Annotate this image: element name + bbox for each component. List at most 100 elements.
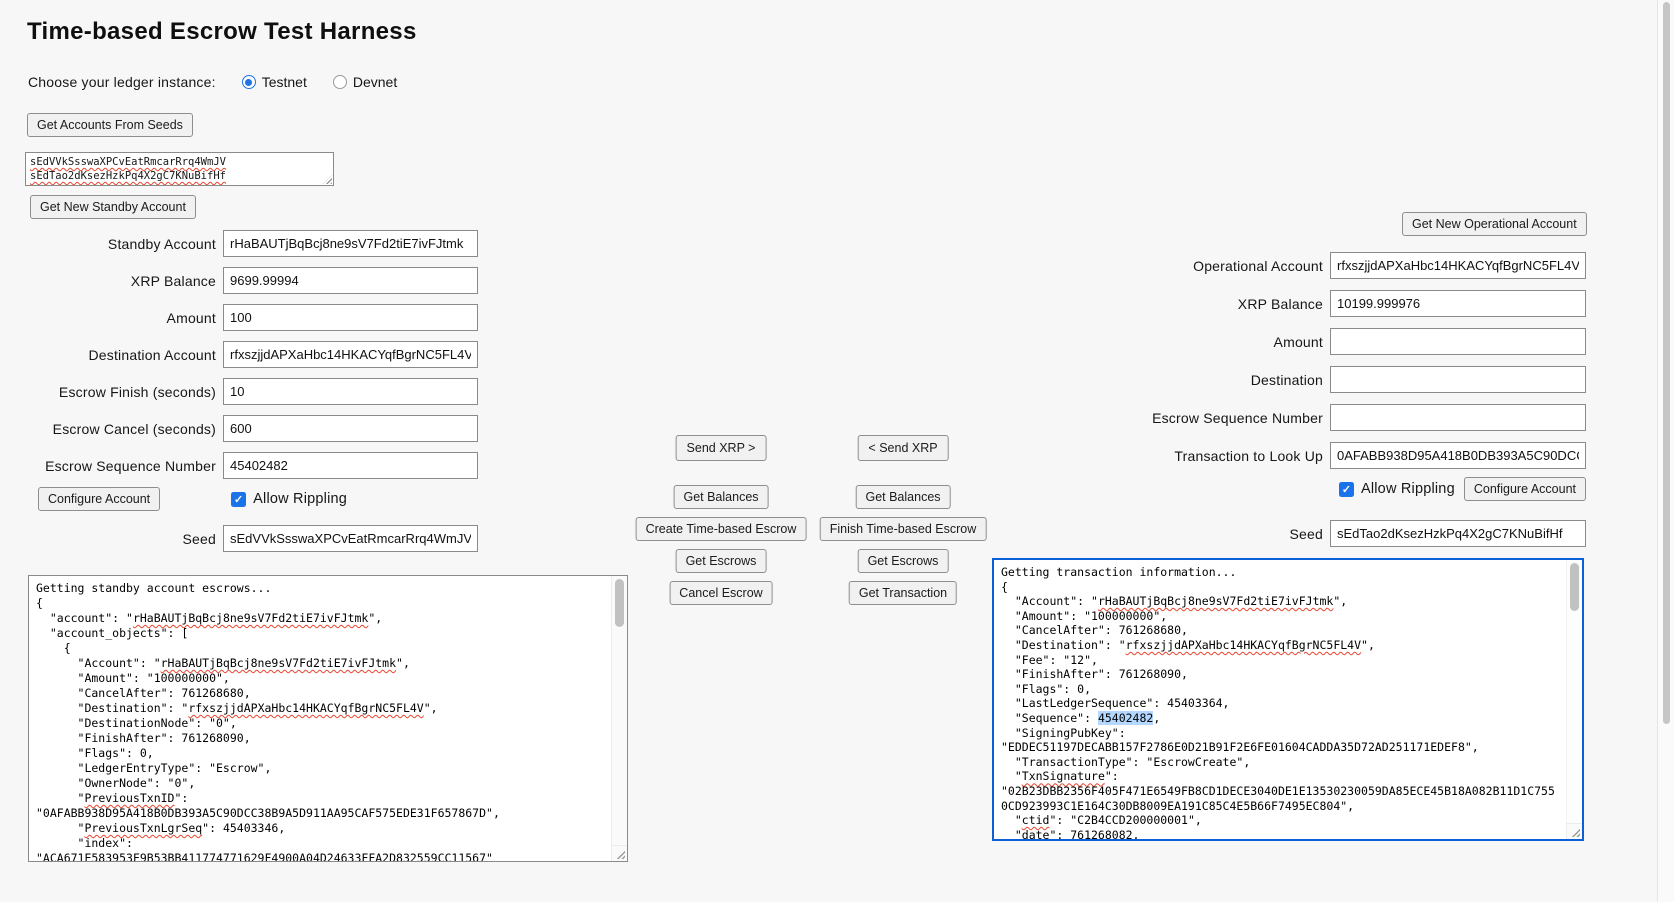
text-line: 0CD923993C1E164C30DB8009EA191C85C4E5B66F… <box>1001 798 1355 813</box>
standby-configure-account-button[interactable]: Configure Account <box>38 487 161 511</box>
radio-option-devnet[interactable]: Devnet <box>332 74 397 90</box>
operational-finish-time-based-escrow-button[interactable]: Finish Time-based Escrow <box>819 517 987 541</box>
ledger-instance-chooser: Choose your ledger instance: Testnet Dev… <box>28 74 397 90</box>
get-new-standby-account-button[interactable]: Get New Standby Account <box>30 195 196 219</box>
resize-grip-icon[interactable] <box>611 845 627 861</box>
operational-xrp-balance-input[interactable] <box>1330 290 1586 317</box>
text-line: "Flags": 0, <box>36 746 154 760</box>
standby-create-time-based-escrow-button[interactable]: Create Time-based Escrow <box>635 517 807 541</box>
text-line: "Account": "rHaBAUTjBqBcj8ne9sV7Fd2tiE7i… <box>36 656 410 670</box>
operational-escrow-sequence-number-input[interactable] <box>1330 404 1586 431</box>
text-line: "OwnerNode": "0", <box>36 776 196 790</box>
text-line: "account": "rHaBAUTjBqBcj8ne9sV7Fd2tiE7i… <box>36 611 383 625</box>
operational-allow-rippling-label: Allow Rippling <box>1360 481 1455 497</box>
text-line: "02B23DBB2356F405F471E6549FB8CD1DECE3040… <box>1001 783 1555 798</box>
standby-xrp-balance-input[interactable] <box>223 267 478 294</box>
standby-destination-account-row: Destination Account <box>0 341 478 368</box>
get-new-operational-account-button[interactable]: Get New Operational Account <box>1402 212 1587 236</box>
operational-escrow-sequence-number-label: Escrow Sequence Number <box>1152 409 1323 426</box>
standby-cancel-escrow-button[interactable]: Cancel Escrow <box>669 581 773 605</box>
standby-standby-account-input[interactable] <box>223 230 478 257</box>
standby-get-balances-button[interactable]: Get Balances <box>673 485 769 509</box>
text-line: { <box>36 596 43 610</box>
text-line: { <box>36 641 71 655</box>
resize-grip-icon[interactable] <box>1566 823 1582 839</box>
standby-amount-input[interactable] <box>223 304 478 331</box>
operational-operational-account-input[interactable] <box>1330 252 1586 279</box>
text-line: Getting standby account escrows... <box>36 581 272 595</box>
standby-xrp-balance-row: XRP Balance <box>0 267 478 294</box>
operational-operational-account-row: Operational Account <box>1080 252 1586 279</box>
operational-operational-account-label: Operational Account <box>1193 257 1323 274</box>
operational-xrp-balance-label: XRP Balance <box>1237 295 1323 312</box>
ledger-instance-label: Choose your ledger instance: <box>28 74 216 90</box>
text-line: "LastLedgerSequence": 45403364, <box>1001 696 1230 711</box>
testnet-radio[interactable] <box>241 75 256 89</box>
text-line: "Destination": "rfxszjjdAPXaHbc14HKACYqf… <box>36 701 438 715</box>
standby-escrow-finish-seconds-row: Escrow Finish (seconds) <box>0 378 478 405</box>
operational-results-textarea[interactable]: Getting transaction information...{ "Acc… <box>992 558 1584 841</box>
standby-destination-account-label: Destination Account <box>88 346 216 363</box>
text-line: "CancelAfter": 761268680, <box>1001 623 1188 638</box>
standby-amount-row: Amount <box>0 304 478 331</box>
standby-xrp-balance-label: XRP Balance <box>130 272 216 289</box>
scrollbar-thumb[interactable] <box>1570 563 1579 611</box>
operational-configure-account-button[interactable]: Configure Account <box>1463 477 1586 501</box>
standby-escrow-cancel-seconds-input[interactable] <box>223 415 478 442</box>
standby-seed-input[interactable] <box>223 525 478 552</box>
operational-amount-input[interactable] <box>1330 328 1586 355</box>
standby-results-text: Getting standby account escrows...{ "acc… <box>29 576 612 861</box>
operational-escrow-sequence-number-row: Escrow Sequence Number <box>1080 404 1586 431</box>
resize-grip-icon[interactable] <box>323 175 332 184</box>
operational-get-balances-button[interactable]: Get Balances <box>855 485 951 509</box>
radio-option-testnet[interactable]: Testnet <box>241 74 307 90</box>
text-line: "0AFABB938D95A418B0DB393A5C90DCC38B9A5D9… <box>36 806 500 820</box>
scrollbar-track[interactable] <box>611 576 627 846</box>
standby-escrow-finish-seconds-label: Escrow Finish (seconds) <box>58 383 216 400</box>
standby-standby-account-label: Standby Account <box>107 235 216 252</box>
text-line: "TxnSignature": <box>1001 769 1119 784</box>
operational-seed-input[interactable] <box>1330 520 1586 547</box>
operational-results-text: Getting transaction information...{ "Acc… <box>994 560 1567 839</box>
page-title: Time-based Escrow Test Harness <box>27 18 417 45</box>
standby-destination-account-input[interactable] <box>223 341 478 368</box>
scrollbar-thumb[interactable] <box>615 579 624 627</box>
text-line: "PreviousTxnLgrSeq": 45403346, <box>36 821 286 835</box>
text-line: "account_objects": [ <box>36 626 189 640</box>
standby-amount-label: Amount <box>166 309 216 326</box>
standby-seed-row: Seed <box>0 525 478 552</box>
text-line: "DestinationNode": "0", <box>36 716 237 730</box>
page-scrollbar[interactable] <box>1657 0 1674 902</box>
devnet-radio[interactable] <box>332 75 347 89</box>
standby-escrow-sequence-number-row: Escrow Sequence Number <box>0 452 478 479</box>
operational-amount-row: Amount <box>1080 328 1586 355</box>
operational-seed-label: Seed <box>1289 525 1323 542</box>
operational-seed-row: Seed <box>1080 520 1586 547</box>
operational-allow-rippling-checkbox[interactable] <box>1338 481 1354 497</box>
scrollbar-track[interactable] <box>1566 560 1582 824</box>
standby-escrow-sequence-number-input[interactable] <box>223 452 478 479</box>
text-line: "Account": "rHaBAUTjBqBcj8ne9sV7Fd2tiE7i… <box>1001 594 1348 609</box>
operational-send-xrp-button[interactable]: < Send XRP <box>857 435 949 461</box>
standby-escrow-finish-seconds-input[interactable] <box>223 378 478 405</box>
standby-allow-rippling-checkbox[interactable] <box>231 491 247 507</box>
operational-destination-input[interactable] <box>1330 366 1586 393</box>
operational-get-transaction-button[interactable]: Get Transaction <box>848 581 958 605</box>
operational-transaction-to-look-up-row: Transaction to Look Up <box>1080 442 1586 469</box>
standby-get-escrows-button[interactable]: Get Escrows <box>675 549 767 573</box>
testnet-radio-label: Testnet <box>261 74 307 90</box>
standby-send-xrp-button[interactable]: Send XRP > <box>675 435 767 461</box>
page-scrollbar-thumb[interactable] <box>1663 2 1670 724</box>
text-line: "FinishAfter": 761268090, <box>36 731 251 745</box>
standby-results-textarea[interactable]: Getting standby account escrows...{ "acc… <box>28 575 628 862</box>
get-accounts-from-seeds-button[interactable]: Get Accounts From Seeds <box>27 113 193 137</box>
text-line: "Amount": "100000000", <box>36 671 230 685</box>
operational-get-escrows-button[interactable]: Get Escrows <box>857 549 949 573</box>
text-line: "TransactionType": "EscrowCreate", <box>1001 754 1251 769</box>
operational-destination-label: Destination <box>1250 371 1323 388</box>
text-line: "Sequence": 45402482, <box>1001 710 1161 725</box>
operational-transaction-to-look-up-input[interactable] <box>1330 442 1586 469</box>
